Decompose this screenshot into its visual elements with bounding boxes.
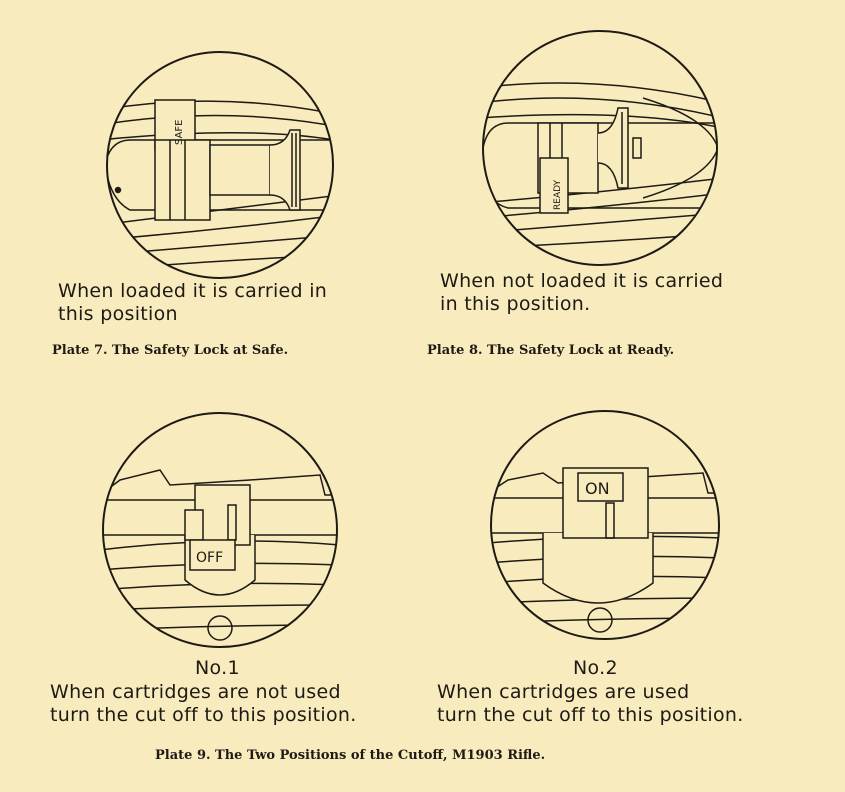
off-label: OFF bbox=[196, 550, 223, 566]
plate8-illustration: READY bbox=[482, 30, 718, 266]
ready-label: READY bbox=[553, 179, 563, 210]
plate9-no1-illustration: OFF bbox=[102, 412, 338, 648]
plate8-caption: Plate 8. The Safety Lock at Ready. bbox=[427, 343, 675, 358]
plate9-no1-description: When cartridges are not used turn the cu… bbox=[50, 681, 357, 726]
plate9-no1-number: No.1 bbox=[195, 657, 240, 679]
plate8-description: When not loaded it is carried in this po… bbox=[440, 270, 724, 315]
plate9-no2-description: When cartridges are used turn the cut of… bbox=[437, 681, 744, 726]
plate9-no2-illustration: ON bbox=[490, 410, 720, 640]
on-label: ON bbox=[585, 479, 610, 498]
plate9-caption: Plate 9. The Two Positions of the Cutoff… bbox=[155, 748, 546, 763]
plate9-no2-number: No.2 bbox=[573, 657, 618, 679]
safe-label: SAFE bbox=[174, 120, 185, 145]
plate7-illustration: SAFE bbox=[106, 51, 334, 279]
plate7-description: When loaded it is carried in this positi… bbox=[58, 280, 328, 325]
plate7-caption: Plate 7. The Safety Lock at Safe. bbox=[52, 343, 289, 358]
